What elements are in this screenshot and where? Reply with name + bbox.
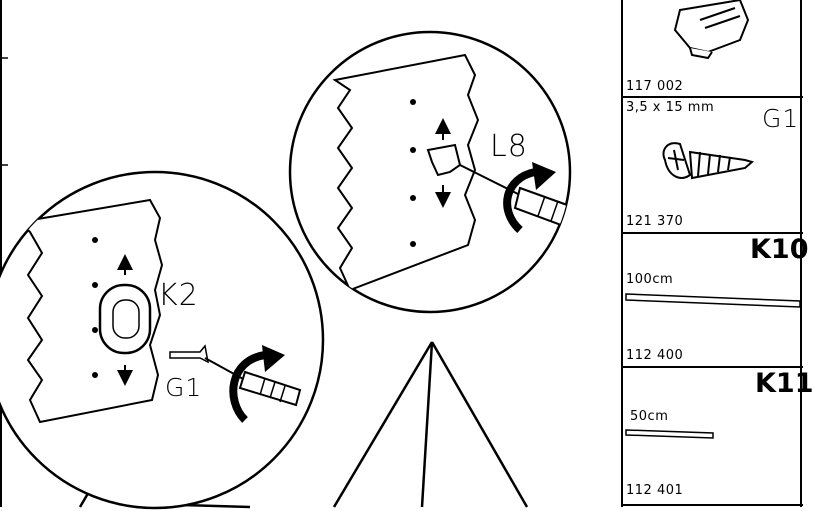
part-code-117002: 117 002 — [626, 79, 684, 94]
callout-left-screw-label: G1 — [165, 373, 203, 402]
callout-right-part-label: L8 — [490, 129, 528, 164]
support-bracket — [426, 143, 462, 177]
rotate-arrow-right — [503, 168, 537, 233]
rod-short-tag: K11 — [755, 368, 814, 399]
part-code-121370: 121 370 — [626, 214, 684, 229]
part-code-112400: 112 400 — [626, 348, 684, 363]
rod-long-tag: K10 — [750, 234, 809, 265]
screw-g1 — [169, 344, 210, 364]
rod-long-icon — [625, 293, 801, 308]
leader-lines — [78, 341, 529, 509]
part-code-112401: 112 401 — [626, 483, 684, 498]
rod-long-length: 100cm — [626, 272, 674, 287]
callout-right — [288, 30, 572, 314]
callout-left — [0, 170, 325, 510]
callout-left-part-label: K2 — [158, 278, 199, 313]
rod-short-icon — [625, 429, 714, 439]
fitting-part-icon — [673, 0, 750, 60]
screwdriver-left — [238, 370, 302, 407]
rod-short-length: 50cm — [630, 409, 669, 424]
screw-part-icon — [662, 142, 755, 180]
rotate-arrow-left — [229, 351, 266, 423]
screw-tag: G1 — [762, 104, 800, 133]
screw-size: 3,5 x 15 mm — [626, 100, 715, 115]
parts-panel — [621, 0, 803, 507]
